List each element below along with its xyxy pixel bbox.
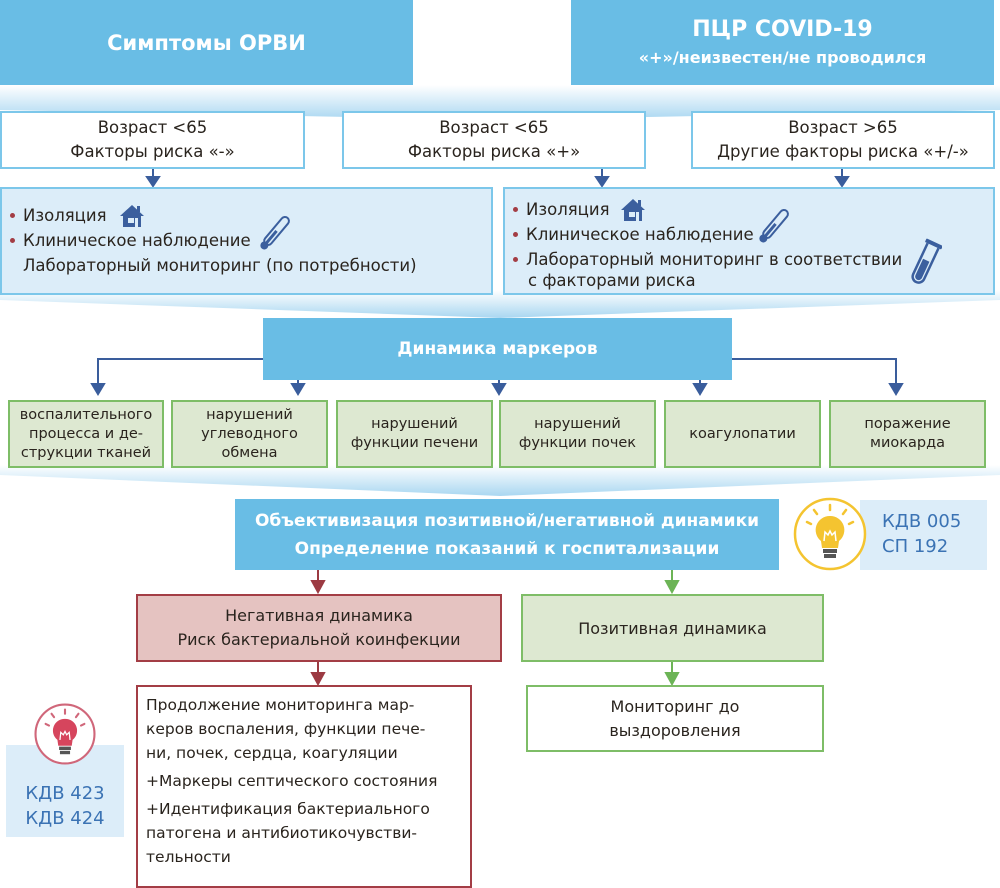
funnel-lower: [0, 465, 1000, 496]
objectivization-line1: Объективизация позитивной/негативной дин…: [254, 510, 760, 531]
item-text: Изоляция: [526, 200, 610, 219]
item-text: Изоляция: [23, 206, 107, 225]
thermometer-icon: [260, 215, 290, 249]
management-box-left: Изоляция Клиническое наблюдение Лаборато…: [0, 187, 493, 295]
arrow-positive-to-details: [664, 662, 680, 687]
management-item-isolation: Изоляция: [513, 197, 993, 222]
arrow-group1: [145, 168, 161, 188]
arrow-group2: [594, 168, 610, 188]
positive-detail-line1: Мониторинг до: [610, 696, 740, 716]
header-pcr-subtitle: «+»/неизвестен/не проводился: [638, 47, 927, 67]
item-text: Лабораторный мониторинг (по потребности): [23, 256, 417, 275]
detail-line: ни, почек, сердца, коагуляции: [146, 744, 398, 762]
arrow-negative-to-details: [310, 662, 326, 687]
management-box-right: Изоляция Клиническое наблюдение Лаборато…: [503, 187, 995, 295]
group-line1: Возраст <65: [439, 118, 549, 137]
detail-line: керов воспаления, функции пече-: [146, 720, 426, 738]
thermometer-icon: [759, 208, 789, 242]
bullet: [513, 207, 518, 212]
marker-text: коагулопатии: [689, 425, 796, 442]
positive-details-box: Мониторинг до выздоровления: [526, 685, 824, 752]
bullet: [10, 213, 15, 218]
group-line2: Другие факторы риска «+/-»: [717, 142, 969, 161]
arrow-to-positive: [664, 570, 680, 595]
management-item-isolation: Изоляция: [10, 203, 491, 228]
marker-text: нарушений функции печени: [350, 416, 479, 451]
header-symptoms: Симптомы ОРВИ: [0, 0, 413, 85]
markers-connectors: [90, 358, 904, 396]
arrow-group3: [834, 168, 850, 188]
item-text: Лабораторный мониторинг в соответствии: [526, 250, 903, 269]
detail-line: тельности: [146, 848, 231, 866]
arrow-to-negative: [310, 570, 326, 595]
lightbulb-icon: [793, 497, 867, 571]
reference-line1: КДВ 005: [882, 511, 962, 532]
marker-myocardium: поражение миокарда: [829, 400, 986, 468]
house-icon: [119, 204, 144, 227]
marker-coagulopathy: коагулопатии: [664, 400, 821, 468]
positive-detail-line2: выздоровления: [609, 720, 741, 740]
markers-title: Динамика маркеров: [397, 339, 598, 359]
detail-line: патогена и антибиотикочувстви-: [146, 824, 418, 842]
management-item-clinical-observation: Клиническое наблюдение: [10, 215, 491, 253]
management-item-lab-monitoring: Лабораторный мониторинг в соответствии: [513, 238, 993, 284]
markers-title-box: Динамика маркеров: [263, 318, 732, 380]
bullet: [513, 257, 518, 262]
funnel-middle: [0, 290, 1000, 318]
marker-inflammation: воспалительного процесса и де- струкции …: [8, 400, 164, 468]
detail-line: +Идентификация бактериального: [146, 800, 430, 818]
header-symptoms-title: Симптомы ОРВИ: [107, 30, 306, 55]
group-box-age-under-65-risk-positive: Возраст <65 Факторы риска «+»: [342, 111, 646, 169]
positive-dynamics-box: Позитивная динамика: [521, 594, 824, 662]
header-pcr-title: ПЦР COVID-19: [692, 16, 873, 42]
marker-kidney: нарушений функции почек: [499, 400, 656, 468]
detail-line: +Маркеры септического состояния: [146, 772, 438, 790]
item-text: Клиническое наблюдение: [526, 225, 754, 244]
reference-box-top: КДВ 005 СП 192: [860, 500, 987, 570]
header-pcr: ПЦР COVID-19 «+»/неизвестен/не проводилс…: [571, 0, 994, 85]
negative-line1: Негативная динамика: [225, 606, 413, 625]
item-text: Клиническое наблюдение: [23, 231, 251, 250]
objectivization-box: Объективизация позитивной/негативной дин…: [235, 499, 779, 570]
lightbulb-icon: [34, 703, 96, 765]
reference-line2: КДВ 424: [25, 808, 105, 829]
negative-dynamics-box: Негативная динамика Риск бактериальной к…: [136, 594, 502, 662]
marker-text: воспалительного процесса и де- струкции …: [19, 406, 153, 461]
marker-text: поражение миокарда: [864, 416, 951, 451]
bullet: [10, 238, 15, 243]
item-text: с факторами риска: [528, 271, 696, 290]
management-item-clinical-observation: Клиническое наблюдение: [513, 208, 993, 247]
group-box-age-under-65-risk-negative: Возраст <65 Факторы риска «-»: [0, 111, 305, 169]
management-item-lab-monitoring-cont: с факторами риска: [513, 268, 993, 293]
bullet: [513, 232, 518, 237]
marker-text: нарушений функции почек: [518, 416, 637, 451]
marker-text: нарушений углеводного обмена: [201, 406, 298, 461]
objectivization-line2: Определение показаний к госпитализации: [294, 538, 720, 559]
reference-line1: КДВ 423: [25, 783, 105, 804]
management-item-lab-monitoring: Лабораторный мониторинг (по потребности): [10, 253, 491, 278]
test-tube-icon: [911, 238, 943, 284]
negative-details-box: Продолжение мониторинга мар- керов воспа…: [136, 685, 472, 888]
reference-line2: СП 192: [882, 536, 949, 557]
marker-carbohydrate: нарушений углеводного обмена: [171, 400, 328, 468]
group-line1: Возраст >65: [788, 118, 898, 137]
group-line1: Возраст <65: [97, 118, 208, 137]
group-line2: Факторы риска «-»: [70, 142, 235, 161]
group-line2: Факторы риска «+»: [407, 142, 581, 161]
negative-line2: Риск бактериальной коинфекции: [177, 630, 461, 649]
group-box-age-over-65: Возраст >65 Другие факторы риска «+/-»: [691, 111, 995, 169]
positive-title: Позитивная динамика: [578, 618, 767, 638]
marker-liver: нарушений функции печени: [336, 400, 493, 468]
detail-line: Продолжение мониторинга мар-: [146, 696, 415, 714]
house-icon: [620, 198, 645, 221]
